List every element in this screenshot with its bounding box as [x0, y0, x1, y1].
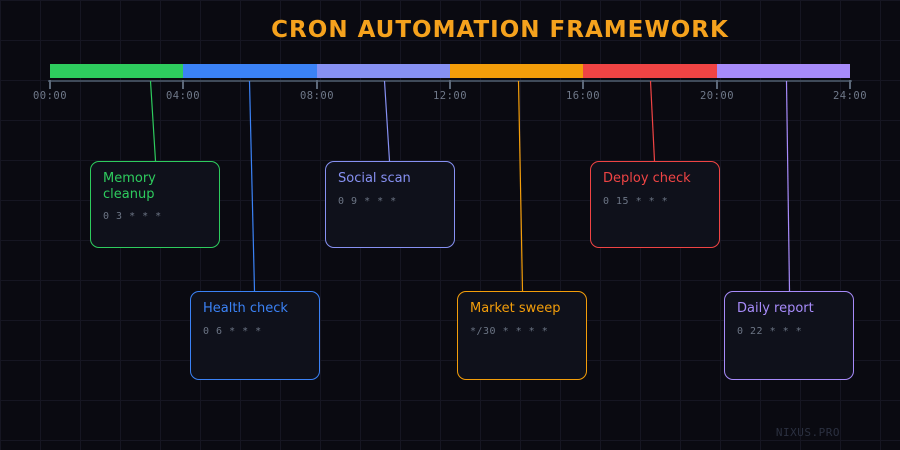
- timeline-segment-market-sweep[interactable]: [450, 64, 583, 78]
- job-name-memory-cleanup: Memory cleanup: [103, 171, 156, 202]
- axis-tick-2000: [716, 80, 718, 89]
- job-cron-daily-report: 0 22 * * *: [737, 325, 803, 337]
- axis-tick-1200: [449, 80, 451, 89]
- page-title: CRON AUTOMATION FRAMEWORK: [271, 17, 729, 43]
- job-name-health-check: Health check: [203, 301, 288, 316]
- connector-memory-cleanup: [149, 80, 157, 162]
- job-cron-market-sweep: */30 * * * *: [470, 325, 549, 337]
- connector-social-scan: [383, 80, 391, 162]
- axis-label-1600: 16:00: [565, 90, 601, 102]
- timeline-segment-social-scan[interactable]: [317, 64, 450, 78]
- job-name-market-sweep: Market sweep: [470, 301, 561, 316]
- axis-label-0400: 04:00: [165, 90, 201, 102]
- job-cron-memory-cleanup: 0 3 * * *: [103, 211, 162, 223]
- connector-daily-report: [785, 80, 791, 292]
- timeline-segment-daily-report[interactable]: [717, 64, 850, 78]
- job-cron-deploy-check: 0 15 * * *: [603, 195, 669, 207]
- connector-health-check: [248, 80, 256, 292]
- axis-tick-0800: [316, 80, 318, 89]
- axis-tick-0000: [49, 80, 51, 89]
- job-cron-health-check: 0 6 * * *: [203, 325, 262, 337]
- connector-deploy-check: [649, 80, 656, 162]
- timeline-segment-health-check[interactable]: [183, 64, 317, 78]
- axis-tick-2400: [849, 80, 851, 89]
- watermark-text: NIXUS.PRO: [775, 426, 840, 439]
- job-card-health-check[interactable]: Health check 0 6 * * *: [190, 291, 320, 380]
- job-card-daily-report[interactable]: Daily report 0 22 * * *: [724, 291, 854, 380]
- axis-label-1200: 12:00: [432, 90, 468, 102]
- job-cron-social-scan: 0 9 * * *: [338, 195, 397, 207]
- job-name-daily-report: Daily report: [737, 301, 814, 316]
- job-card-market-sweep[interactable]: Market sweep */30 * * * *: [457, 291, 587, 380]
- axis-label-2000: 20:00: [699, 90, 735, 102]
- axis-label-0000: 00:00: [32, 90, 68, 102]
- axis-label-0800: 08:00: [299, 90, 335, 102]
- connector-market-sweep: [517, 80, 524, 292]
- timeline-segment-memory-cleanup[interactable]: [50, 64, 183, 78]
- job-card-social-scan[interactable]: Social scan 0 9 * * *: [325, 161, 455, 248]
- timeline-segment-deploy-check[interactable]: [583, 64, 717, 78]
- job-card-deploy-check[interactable]: Deploy check 0 15 * * *: [590, 161, 720, 248]
- axis-tick-0400: [182, 80, 184, 89]
- axis-tick-1600: [582, 80, 584, 89]
- job-name-social-scan: Social scan: [338, 171, 411, 186]
- axis-label-2400: 24:00: [832, 90, 868, 102]
- job-card-memory-cleanup[interactable]: Memory cleanup 0 3 * * *: [90, 161, 220, 248]
- job-name-deploy-check: Deploy check: [603, 171, 691, 186]
